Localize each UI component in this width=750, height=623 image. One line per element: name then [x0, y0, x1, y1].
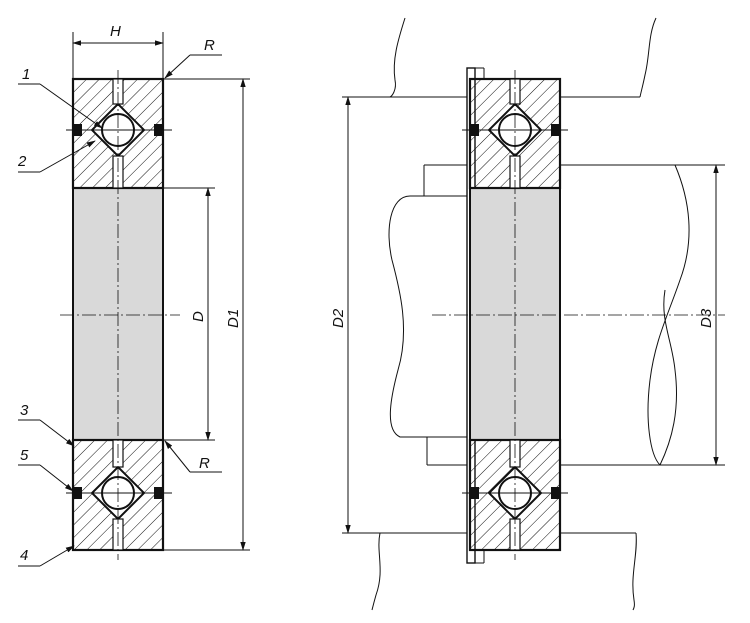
- callout-3: 3: [20, 402, 29, 419]
- label-D1: D1: [225, 309, 242, 328]
- left-bearing-view: H R R D D1 1 2 3 5: [17, 23, 250, 567]
- label-R-bottom: R: [199, 455, 210, 472]
- bottom-section-left: [66, 438, 172, 552]
- label-H: H: [110, 23, 121, 40]
- label-D3: D3: [698, 308, 715, 328]
- label-D: D: [190, 311, 207, 322]
- callout-4: 4: [20, 547, 28, 564]
- callout-2: 2: [17, 153, 27, 170]
- top-section-left: [66, 77, 172, 190]
- label-R-top: R: [204, 37, 215, 54]
- right-mounted-view: D2 D3: [330, 17, 725, 611]
- housing-break-bottom-right: [632, 532, 637, 611]
- top-section-right: [462, 77, 568, 190]
- shaft-right-end-b: [659, 289, 678, 466]
- label-D2: D2: [330, 308, 347, 328]
- housing-break-bottom-left: [371, 532, 381, 611]
- callout-1: 1: [22, 66, 30, 83]
- housing-break-top-right: [639, 17, 657, 98]
- callout-5: 5: [20, 447, 29, 464]
- housing-break-top-left: [389, 17, 406, 98]
- shaft-left-end: [388, 195, 470, 438]
